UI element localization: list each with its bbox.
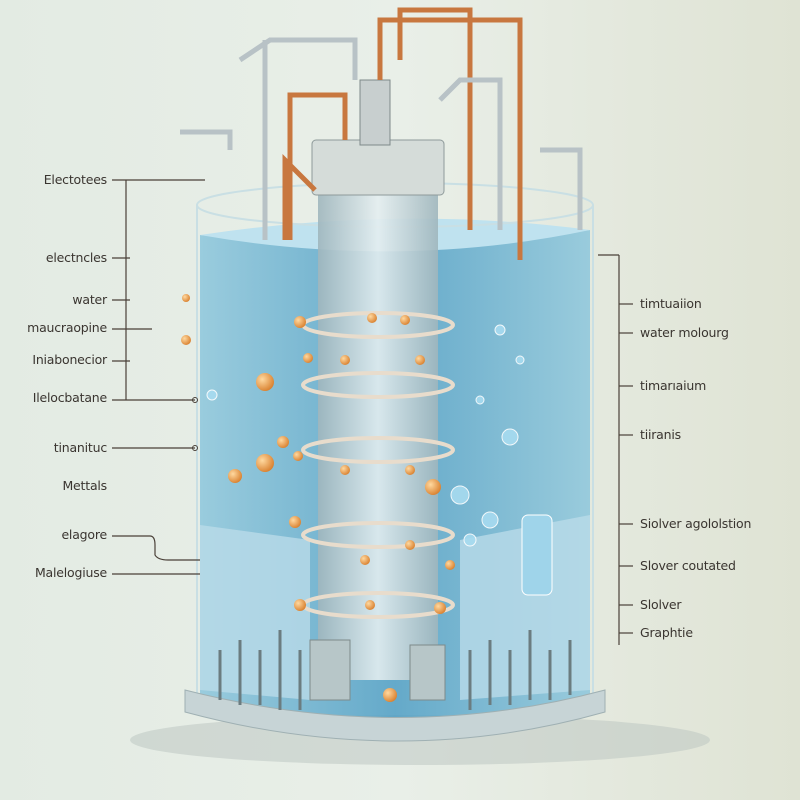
label-right-4: tiiranis (640, 427, 681, 442)
label-right-6: Slover coutated (640, 558, 736, 573)
label-left-4: maucraopine (27, 320, 107, 335)
label-right-3: timarıaium (640, 378, 707, 393)
label-left-8: Mettals (62, 478, 107, 493)
top-connector (359, 79, 391, 146)
label-right-2: water molourg (640, 325, 729, 340)
pipes (180, 7, 583, 260)
leader-lines (112, 179, 633, 645)
label-right-1: timtuaiion (640, 296, 702, 311)
label-left-7: tinanituc (53, 440, 107, 455)
copper-particles (181, 294, 455, 702)
bottom-electrodes (218, 630, 572, 710)
label-left-1: Electotees (43, 172, 107, 187)
label-left-6: Ilelocbatane (32, 390, 107, 405)
label-right-5: Siolver agololstion (640, 516, 752, 531)
label-left-9: elagore (61, 527, 107, 542)
label-left-3: water (72, 292, 107, 307)
label-left-10: Malelogiuse (34, 565, 107, 580)
base-block (309, 639, 351, 701)
label-right-8: Graphtie (640, 625, 693, 640)
sample-tube (521, 514, 553, 596)
sediment-right (460, 515, 590, 700)
label-left-5: Iniabonecior (32, 352, 107, 367)
sediment-left (200, 525, 310, 700)
label-left-2: electncles (45, 250, 107, 265)
tank-base (184, 689, 606, 742)
bubbles (206, 324, 525, 547)
electrode-discs (301, 311, 455, 619)
base-block (409, 644, 446, 701)
label-right-7: Slolver (640, 597, 682, 612)
central-electrode-column (318, 180, 438, 680)
column-cap (311, 139, 445, 196)
